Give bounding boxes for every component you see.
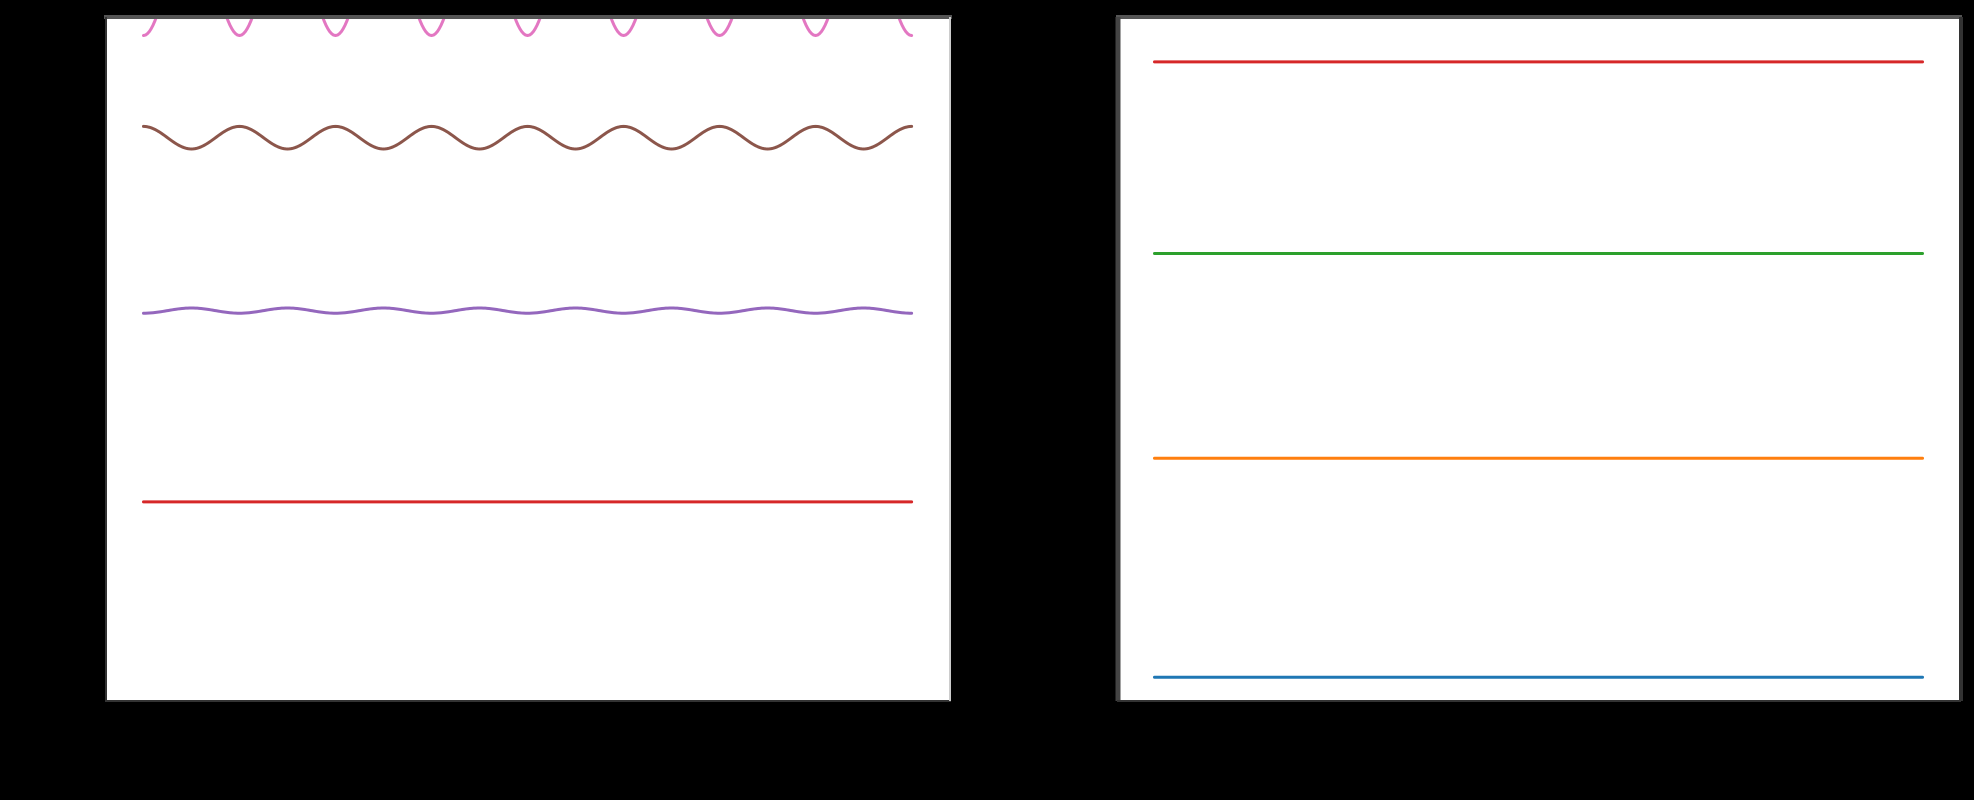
left-axes-background: [106, 18, 950, 700]
left-series-group: [142, 18, 914, 504]
left-series-purple-line: [142, 306, 914, 315]
left-series-pink-line: [142, 18, 914, 38]
right-series-group: [1153, 60, 1924, 679]
right-axes-background: [1118, 18, 1960, 700]
right-plot-panel: [1110, 15, 1963, 707]
left-plot-panel: [100, 15, 952, 707]
left-series-brown-line: [142, 124, 914, 151]
